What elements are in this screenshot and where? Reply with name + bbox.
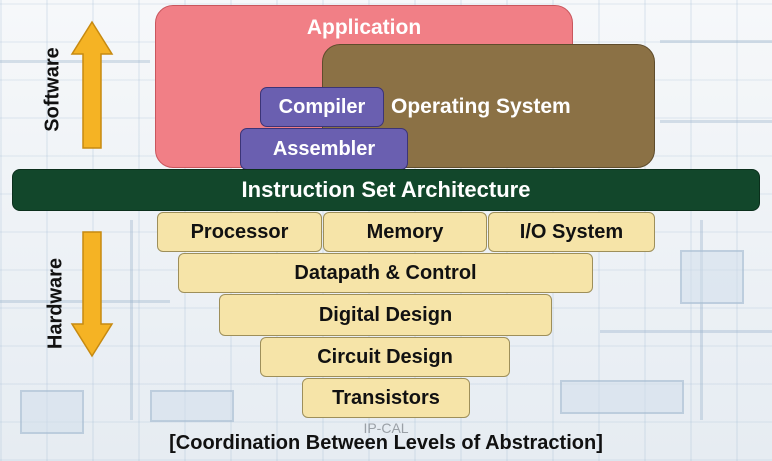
- assembler-label: Assembler: [272, 137, 376, 160]
- datapath-control-layer: Datapath & Control: [178, 253, 593, 293]
- watermark: IP-CAL: [363, 420, 409, 436]
- circuit-design-label: Circuit Design: [317, 345, 453, 368]
- compiler-label: Compiler: [278, 95, 366, 118]
- figure-caption: [Coordination Between Levels of Abstract…: [169, 432, 603, 454]
- operating-system-label: Operating System: [391, 95, 571, 118]
- arrow-down-icon: [70, 231, 114, 358]
- memory-layer: Memory: [323, 212, 487, 252]
- processor-label: Processor: [190, 220, 289, 243]
- circuit-design-layer: Circuit Design: [260, 337, 510, 377]
- transistors-layer: Transistors: [302, 378, 470, 418]
- transistors-label: Transistors: [332, 386, 440, 409]
- io-system-layer: I/O System: [488, 212, 655, 252]
- application-label: Application: [306, 16, 422, 39]
- compiler-layer: Compiler: [260, 87, 384, 127]
- digital-design-layer: Digital Design: [219, 294, 552, 336]
- isa-layer: Instruction Set Architecture: [12, 169, 760, 211]
- isa-label: Instruction Set Architecture: [241, 177, 531, 202]
- assembler-layer: Assembler: [240, 128, 408, 170]
- datapath-control-label: Datapath & Control: [294, 261, 477, 284]
- memory-label: Memory: [366, 220, 444, 243]
- processor-layer: Processor: [157, 212, 322, 252]
- arrow-up-icon: [70, 20, 114, 149]
- digital-design-label: Digital Design: [318, 303, 453, 326]
- hardware-label: Hardware: [44, 257, 67, 350]
- software-label: Software: [41, 47, 64, 132]
- io-system-label: I/O System: [519, 220, 624, 243]
